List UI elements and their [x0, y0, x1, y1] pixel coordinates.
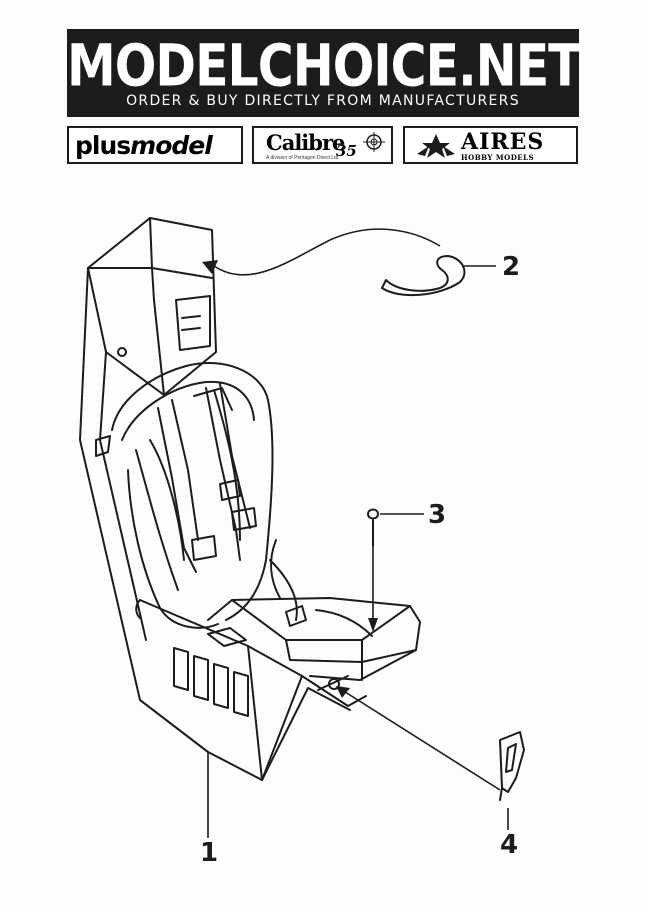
brand-banner: MODELCHOICE.NET ORDER & BUY DIRECTLY FRO… — [67, 29, 582, 117]
star-icon — [417, 134, 455, 158]
aires-logo: AIRES HOBBY MODELS — [403, 126, 578, 164]
calibre-logo-word: Calibre — [266, 130, 345, 155]
callout-2: 2 — [502, 252, 521, 282]
plusmodel-logo-text: plusmodel — [75, 131, 213, 160]
calibre-logo-tagline: A division of Pentagon Direct Ltd. — [266, 155, 340, 161]
aires-logo-word: AIRES — [461, 129, 545, 155]
callout-3: 3 — [428, 500, 447, 530]
target-icon — [363, 132, 385, 152]
callout-1: 1 — [200, 838, 219, 868]
plusmodel-logo-part2: model — [130, 131, 213, 160]
aires-logo-sub: HOBBY MODELS — [461, 153, 535, 162]
plusmodel-logo-part1: plus — [75, 131, 131, 160]
calibre-logo: Calibre 35 A division of Pentagon Direct… — [252, 126, 393, 164]
banner-title: MODELCHOICE.NET — [67, 32, 582, 100]
calibre-logo-number: 35 — [336, 142, 357, 160]
plusmodel-logo: plusmodel — [67, 126, 243, 164]
callout-4: 4 — [500, 830, 519, 860]
banner-subtitle: ORDER & BUY DIRECTLY FROM MANUFACTURERS — [126, 93, 520, 109]
